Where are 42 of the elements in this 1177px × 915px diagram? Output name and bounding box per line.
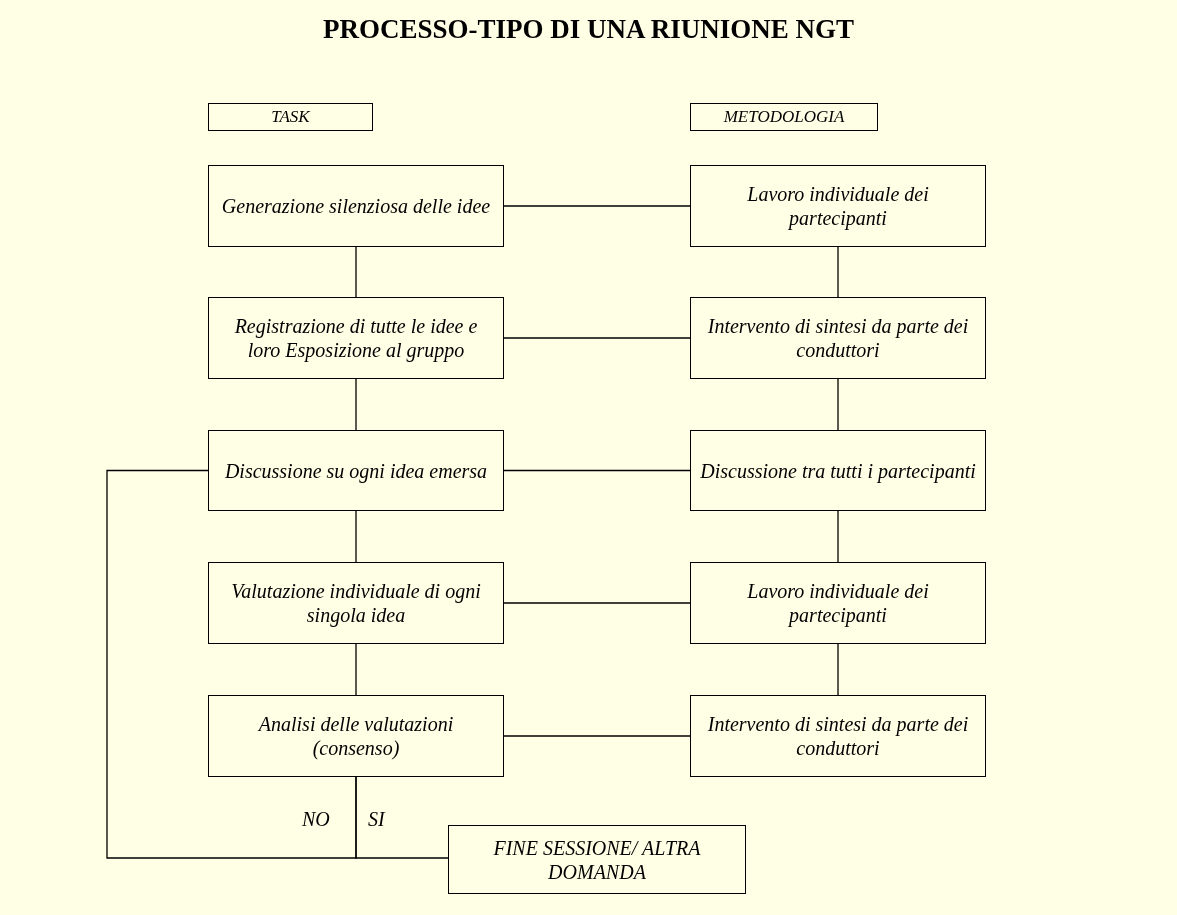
box-label: Generazione silenziosa delle idee: [221, 194, 491, 218]
connector-line: [503, 205, 691, 207]
process-box: [208, 165, 504, 247]
connector-line: [503, 337, 691, 339]
connector-line: [355, 776, 449, 859]
connector-line: [355, 378, 357, 431]
box-label: Discussione tra tutti i partecipanti: [700, 458, 976, 483]
connector-line: [355, 643, 357, 696]
box-label: TASK: [271, 106, 310, 128]
box-label: METODOLOGIA: [723, 106, 845, 128]
process-box: [690, 103, 878, 131]
process-box: [690, 430, 986, 511]
process-box: [208, 695, 504, 777]
box-label: FINE SESSIONE/ ALTRA DOMANDA: [492, 835, 702, 884]
connector-line: [355, 510, 357, 563]
process-box: [208, 562, 504, 644]
process-box: [690, 165, 986, 247]
box-label: Intervento di sintesi da parte dei conduttori: [706, 314, 970, 362]
process-box: [690, 695, 986, 777]
process-box: [208, 297, 504, 379]
box-label: Discussione su ogni idea emersa: [224, 458, 488, 483]
box-label: Lavoro individuale dei partecipanti: [746, 182, 930, 230]
connector-line: [503, 469, 691, 472]
diagram-title: PROCESSO-TIPO DI UNA RIUNIONE NGT: [321, 14, 856, 45]
box-label: Lavoro individuale dei partecipanti: [746, 579, 930, 627]
box-label: Valutazione individuale di ogni singola idea: [230, 579, 482, 627]
process-box: [690, 297, 986, 379]
connector-line: [837, 510, 839, 563]
connector-line: [355, 246, 357, 298]
process-box: [690, 562, 986, 644]
box-label: Intervento di sintesi da parte dei conduttori: [706, 712, 970, 760]
connector-line: [837, 643, 839, 696]
connector-line: [503, 602, 691, 604]
process-box: [208, 430, 504, 511]
box-label: Analisi delle valutazioni (consenso): [257, 712, 455, 760]
connector-line: [837, 246, 839, 298]
connector-line: [106, 469, 357, 859]
process-box: [208, 103, 373, 131]
connector-line: [503, 735, 691, 737]
process-box: [448, 825, 746, 894]
connector-line: [837, 378, 839, 431]
box-label: Registrazione di tutte le idee e loro Esposizione al gruppo: [233, 314, 479, 362]
